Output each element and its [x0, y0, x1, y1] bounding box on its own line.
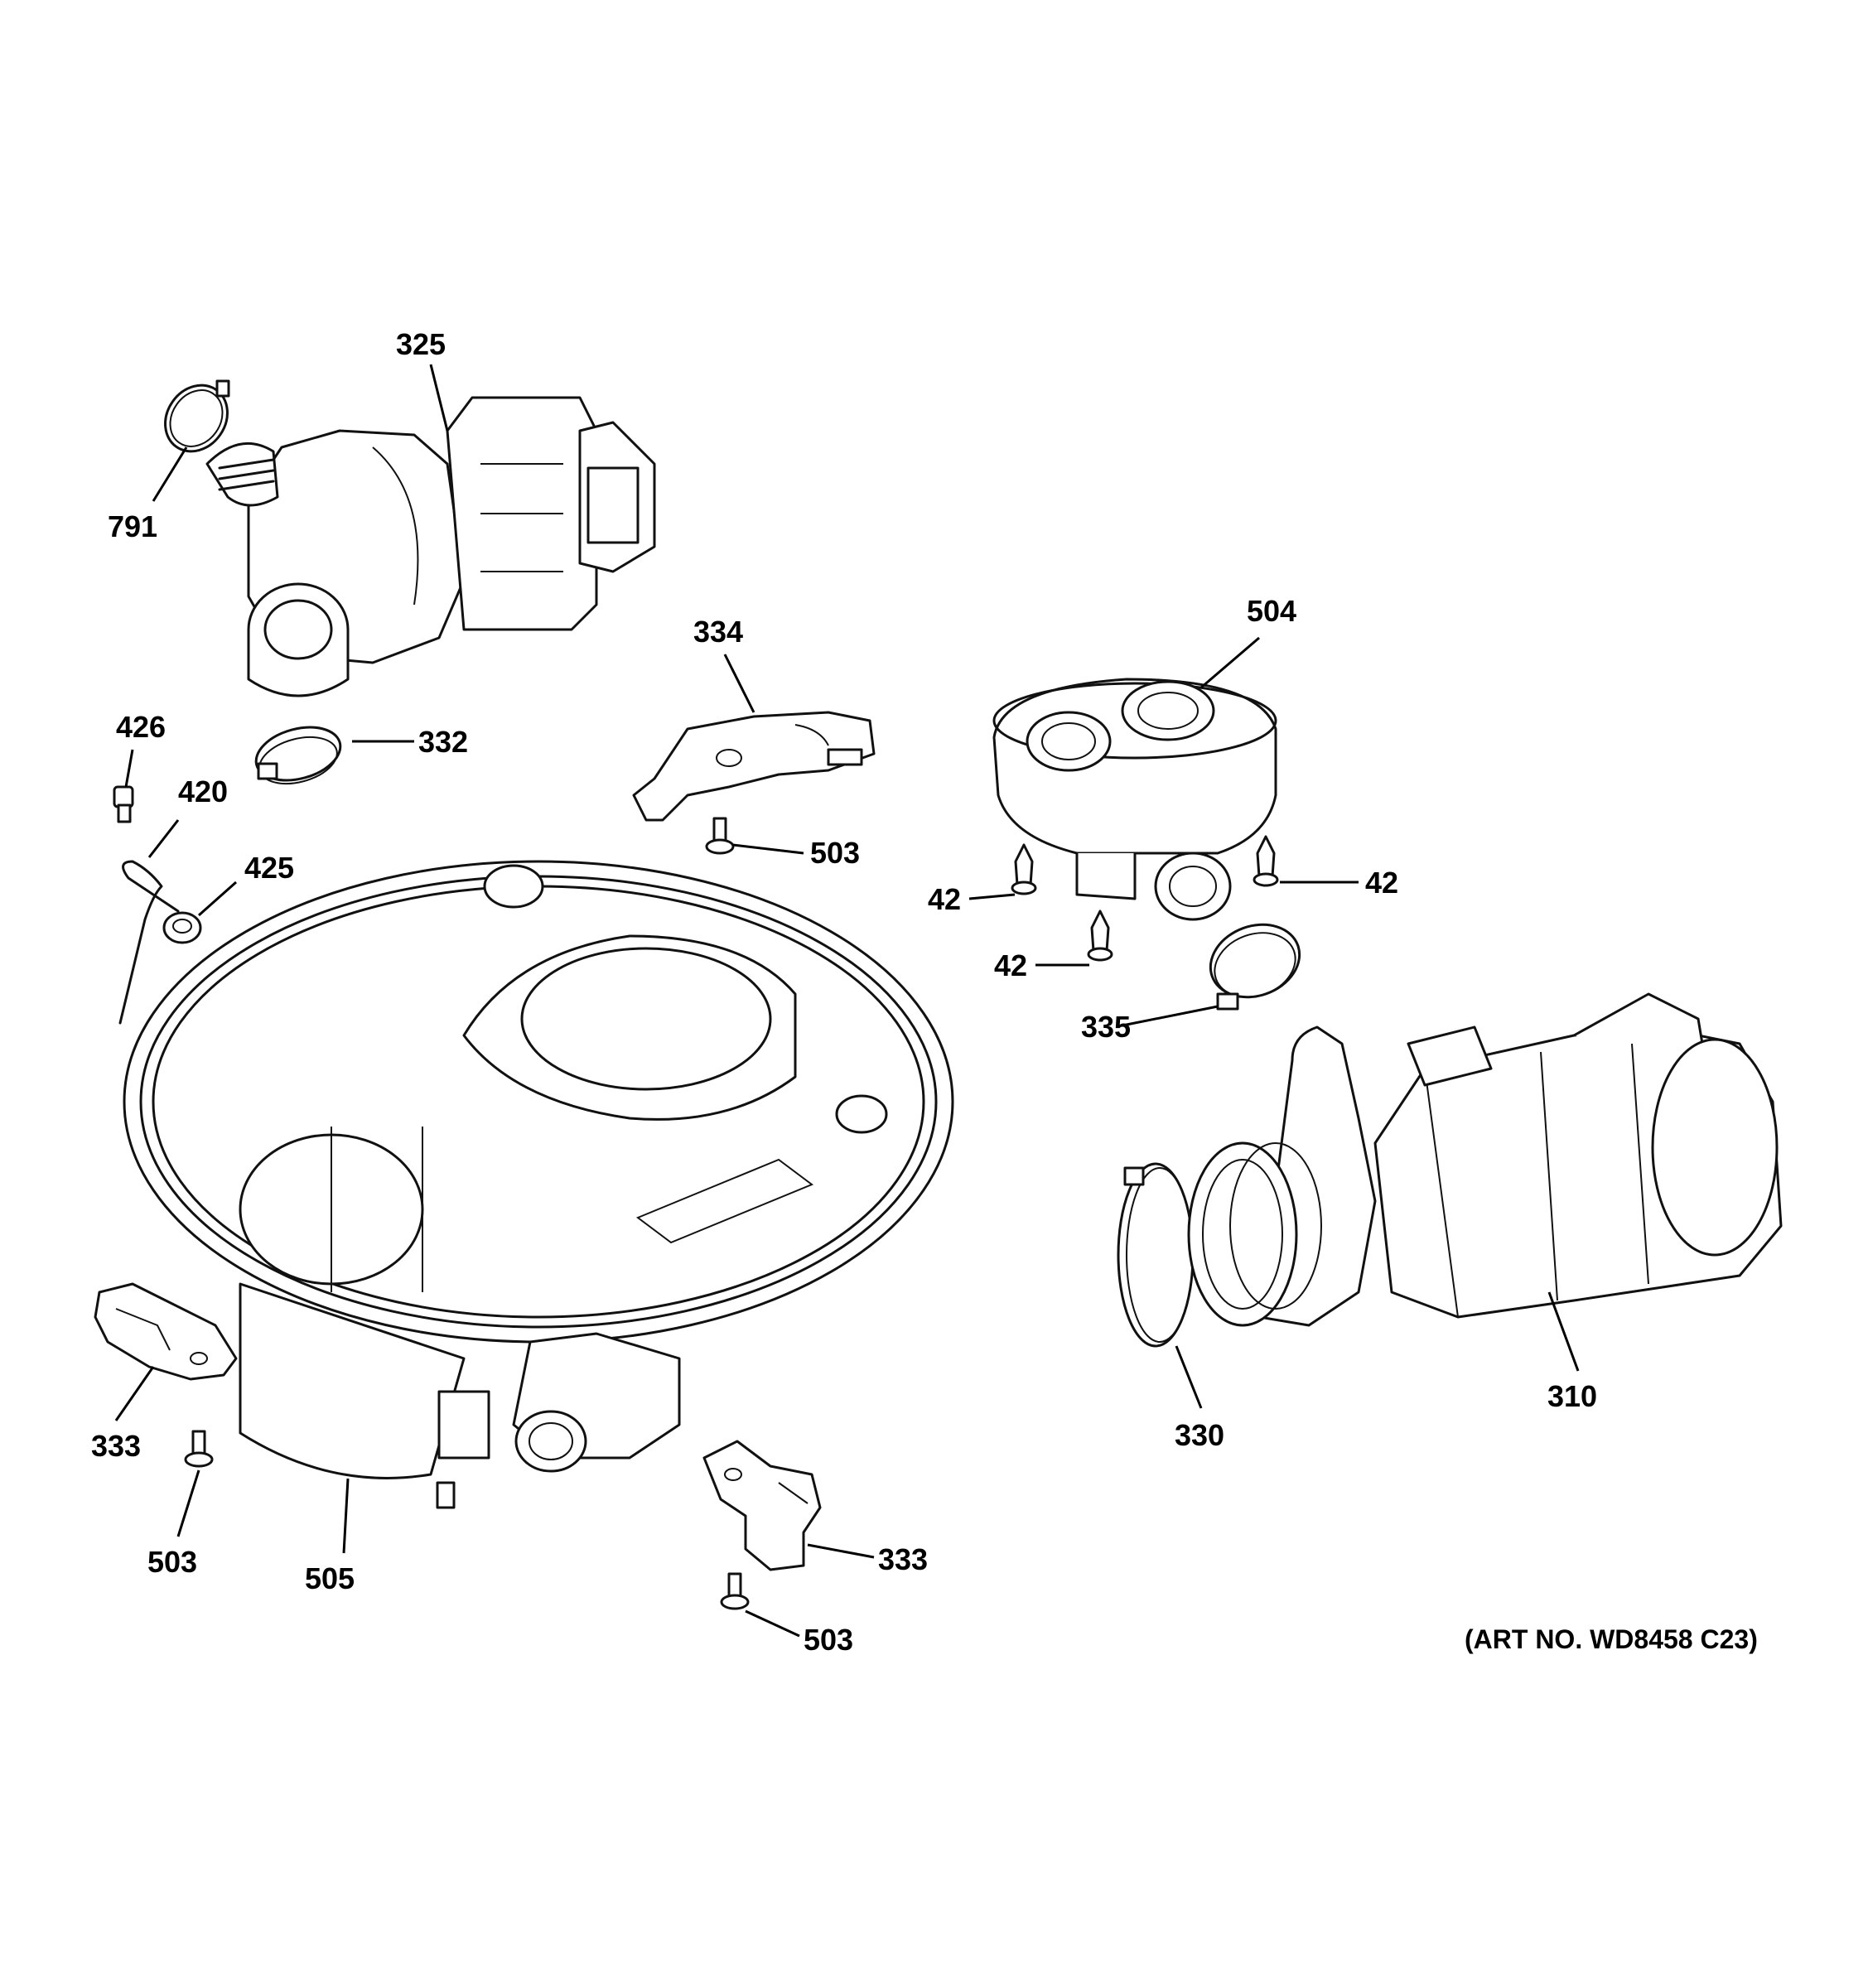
diverter-housing-504-part — [992, 678, 1277, 921]
callout-425: 425 — [244, 851, 294, 885]
callout-42b: 42 — [1365, 866, 1398, 900]
callout-333a: 333 — [91, 1429, 141, 1463]
leader-42a — [968, 893, 1016, 900]
circulation-pump-310-part — [1187, 992, 1783, 1327]
clamp-335-part — [1209, 923, 1301, 1011]
callout-330: 330 — [1175, 1418, 1224, 1452]
drain-pump-part — [205, 396, 656, 697]
leader-791 — [152, 446, 188, 502]
leader-505 — [342, 1478, 350, 1554]
callout-420: 420 — [178, 774, 228, 808]
clamp-332-part — [254, 726, 342, 785]
callout-42a: 42 — [928, 882, 961, 916]
leader-503a — [732, 843, 804, 855]
bracket-333b-part — [702, 1440, 822, 1571]
bracket-333a-part — [94, 1282, 238, 1381]
callout-791: 791 — [108, 509, 157, 543]
callout-503c: 503 — [804, 1623, 853, 1657]
leader-426 — [124, 749, 134, 788]
callout-310: 310 — [1547, 1379, 1597, 1413]
clamp-330-part — [1117, 1162, 1195, 1348]
callout-334: 334 — [693, 615, 743, 649]
leader-420 — [147, 819, 180, 858]
screw-42b-part — [1253, 835, 1279, 887]
bracket-334-part — [632, 711, 876, 822]
leader-lines — [114, 364, 1580, 1638]
leader-333b — [807, 1543, 875, 1559]
callout-503b: 503 — [147, 1545, 197, 1579]
leader-310 — [1547, 1291, 1580, 1372]
screw-503b-part — [184, 1430, 214, 1468]
callout-332: 332 — [418, 725, 468, 759]
grommet-425-part — [162, 911, 202, 944]
callout-335: 335 — [1081, 1010, 1131, 1044]
leader-504 — [1200, 636, 1260, 689]
sump-505-part — [123, 860, 954, 1509]
callout-504: 504 — [1247, 594, 1296, 628]
screw-426-part — [113, 785, 134, 823]
screw-42a-part — [1011, 843, 1037, 895]
leader-425 — [198, 881, 237, 917]
leader-334 — [723, 654, 755, 713]
leader-335 — [1122, 1005, 1219, 1027]
callout-42c: 42 — [994, 948, 1027, 982]
leader-503c — [745, 1609, 800, 1638]
callout-503a: 503 — [810, 836, 860, 870]
leader-330 — [1175, 1345, 1203, 1409]
callout-325: 325 — [396, 327, 446, 361]
leader-333a — [114, 1366, 155, 1421]
screw-503a-part — [705, 817, 735, 855]
callout-labels: 325 791 332 426 420 425 334 503 504 42 4… — [91, 327, 1758, 1657]
art-number: (ART NO. WD8458 C23) — [1465, 1624, 1758, 1654]
leader-325 — [429, 364, 449, 432]
callout-426: 426 — [116, 710, 166, 744]
wire-clip-420-part — [118, 860, 180, 1025]
screw-503c-part — [720, 1572, 750, 1610]
callout-333b: 333 — [878, 1542, 928, 1576]
screw-42c-part — [1087, 910, 1113, 962]
callout-505: 505 — [305, 1561, 355, 1595]
hose-clamp-791-part — [164, 379, 230, 453]
leader-503b — [176, 1469, 200, 1537]
